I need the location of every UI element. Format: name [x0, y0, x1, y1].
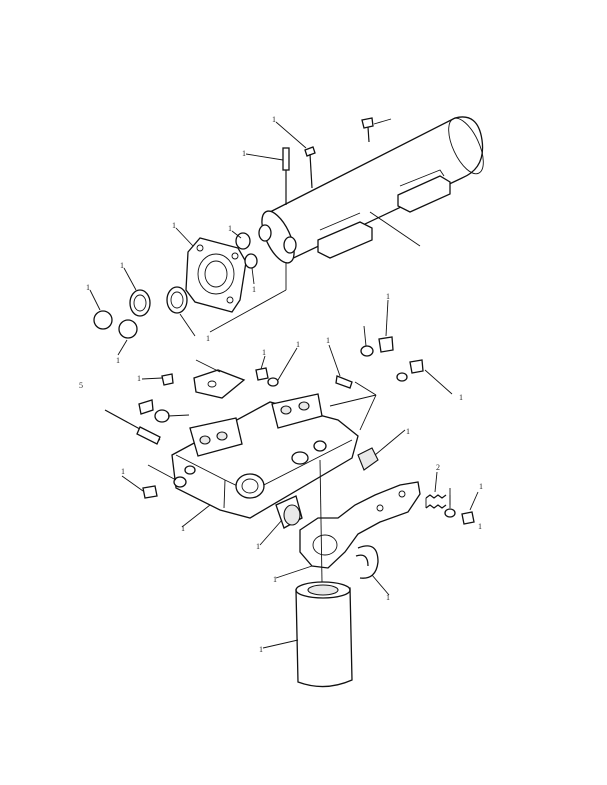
cover-plate — [193, 369, 246, 399]
callout-22: 1 — [181, 524, 185, 533]
plug-2 — [138, 399, 154, 415]
callout-1: 1 — [272, 115, 276, 124]
callout-25: 1 — [386, 593, 390, 602]
cooler-bolt-2 — [361, 117, 374, 143]
oil-cooler-cylinder — [258, 116, 484, 264]
cooler-stud — [282, 147, 290, 205]
callout-19: 2 — [436, 463, 440, 472]
seal-ring-1 — [154, 409, 170, 423]
callout-4: 1 — [228, 224, 232, 233]
gasket — [299, 481, 421, 569]
relief-valve — [357, 447, 379, 471]
fitting-4 — [409, 359, 424, 374]
filter-housing — [171, 393, 359, 519]
callout-9: 1 — [206, 334, 210, 343]
o-ring-2 — [244, 253, 258, 269]
callout-11: 1 — [262, 348, 266, 357]
snap-ring — [355, 545, 379, 579]
washer-2 — [360, 345, 374, 357]
callout-13: 1 — [326, 336, 330, 345]
callout-7: 1 — [86, 283, 90, 292]
callout-21: 1 — [478, 522, 482, 531]
callout-15: 5 — [79, 381, 83, 390]
cap-nut — [461, 511, 475, 525]
callout-24: 1 — [273, 575, 277, 584]
washer-1 — [267, 377, 279, 387]
callout-23: 1 — [256, 542, 260, 551]
long-bolt — [104, 409, 161, 445]
ring-set — [93, 286, 188, 339]
callout-18: 1 — [121, 467, 125, 476]
plug-1 — [161, 373, 174, 386]
callout-3: 1 — [172, 221, 176, 230]
seal-ring-2 — [173, 476, 187, 488]
callout-16: 1 — [459, 393, 463, 402]
adapter-flange — [185, 237, 247, 313]
callout-10: 1 — [137, 374, 141, 383]
callout-6: 1 — [120, 261, 124, 270]
filter-element — [295, 581, 353, 688]
callout-8: 1 — [116, 356, 120, 365]
callout-5: 1 — [252, 285, 256, 294]
callout-20: 1 — [479, 482, 483, 491]
fitting-2 — [335, 375, 353, 389]
leader-lines — [89, 118, 479, 649]
bypass-valve — [275, 495, 303, 529]
spring — [425, 494, 451, 509]
callout-26: 1 — [259, 645, 263, 654]
callout-17: 1 — [406, 427, 410, 436]
washer-4 — [444, 508, 456, 518]
fitting-3 — [378, 336, 394, 353]
cooler-bolt-1 — [304, 146, 316, 189]
callout-12: 1 — [296, 340, 300, 349]
callout-2: 1 — [242, 149, 246, 158]
callout-labels: 1 1 1 1 1 1 1 1 1 1 1 1 1 1 5 1 1 1 2 1 … — [79, 115, 483, 654]
callout-14: 1 — [386, 292, 390, 301]
fitting-1 — [255, 367, 269, 381]
plug-3 — [142, 485, 158, 499]
washer-3 — [396, 372, 408, 382]
